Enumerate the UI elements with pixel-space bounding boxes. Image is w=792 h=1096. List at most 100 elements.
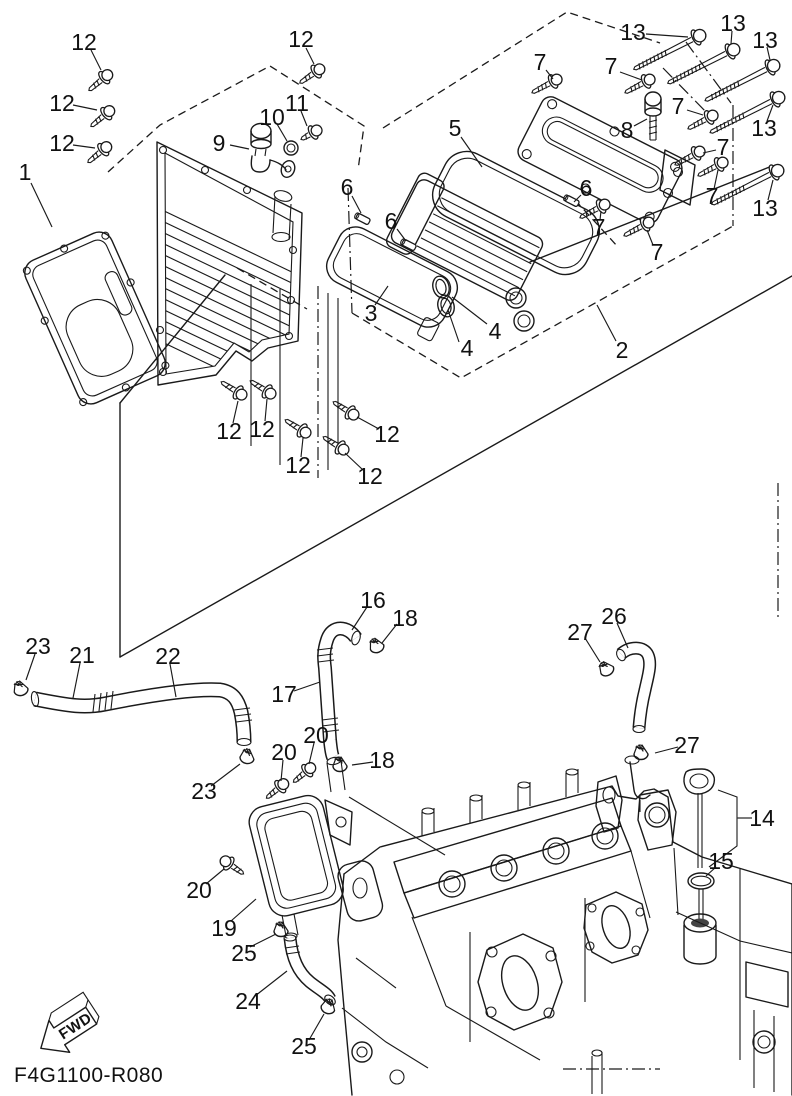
leader-line [309,743,314,764]
leader-line [294,682,320,691]
gasket-5-drawing [424,143,607,283]
callout-15: 15 [708,848,734,874]
o-ring-4 [430,274,451,299]
bolt-7 [671,143,707,172]
leader-line [230,145,249,149]
fitting-9-drawing [251,124,297,180]
leader-line [301,438,303,457]
leader-line [352,196,361,213]
callout-5: 5 [449,115,462,141]
leader-line [655,747,678,753]
gasket-3-drawing [316,221,464,342]
callout-17: 17 [271,681,297,707]
hose-24-drawing [284,935,337,1007]
callout-16: 16 [360,587,386,613]
callout-7: 7 [706,183,719,209]
leader-line [585,638,600,662]
callout-18: 18 [369,747,395,773]
leader-line [620,72,642,80]
bolt-7 [620,214,656,243]
callout-7: 7 [717,134,730,160]
hose-21-22-drawing [30,690,252,746]
callout-12: 12 [357,463,383,489]
bolt-12 [217,376,250,404]
nut-10-drawing [284,141,298,155]
cap-bolt-8-drawing [645,92,661,140]
callout-23: 23 [25,633,51,659]
oil-cooler-housing-drawing [514,92,695,228]
leader-line [73,145,95,148]
hose-clamp-27 [596,659,615,679]
leader-line [647,230,653,245]
leader-line [731,31,732,44]
leader-line [73,105,97,110]
leader-line [309,1014,324,1040]
callout-18: 18 [392,605,418,631]
leader-line [211,764,240,786]
callout-20: 20 [186,877,212,903]
bolt-11 [297,121,325,146]
callout-3: 3 [365,300,378,326]
callout-2: 2 [616,337,629,363]
leader-line [281,760,283,781]
oil-cooler-cover-drawing [157,142,303,406]
leader-lines-layer [26,31,773,1040]
leader-line [357,417,379,429]
callout-14: 14 [749,805,775,831]
callout-13: 13 [620,19,646,45]
callout-27: 27 [674,732,700,758]
leader-line [277,124,287,141]
callout-10: 10 [259,104,285,130]
callout-12: 12 [374,421,400,447]
leader-line [73,663,80,698]
bolt-13 [708,161,787,212]
callout-4: 4 [461,335,474,361]
callout-21: 21 [69,642,95,668]
leader-line [170,664,176,697]
drawing-code: F4G1100-R080 [14,1064,163,1087]
o-ring-15 [688,873,714,889]
leader-line [345,453,363,470]
leader-line [26,654,35,680]
bolt-13 [664,40,743,91]
callout-1: 1 [19,159,32,185]
leader-line [306,48,314,64]
callout-6: 6 [341,174,354,200]
o-ring-4 [435,293,456,318]
leader-line [706,867,716,876]
construction-lines [108,12,792,1069]
leader-line [546,70,553,79]
hose-16-17-drawing [317,629,362,758]
leader-line [31,183,52,227]
leader-line [687,110,703,115]
callout-12: 12 [71,29,97,55]
bolt-12 [84,66,116,96]
leader-line [461,137,482,167]
bolt-7 [694,154,730,183]
callout-7: 7 [672,93,685,119]
callout-11: 11 [285,90,309,116]
leader-line [250,934,276,947]
leader-line [767,105,773,121]
hose-clamp-25 [320,997,338,1015]
callout-12: 12 [288,26,314,52]
hose-clamp-23 [239,748,255,765]
callout-12: 12 [49,90,75,116]
hose-clamp-23 [12,679,29,697]
leader-line [617,623,628,648]
oil-cooler-core-drawing [384,171,548,331]
callout-25: 25 [291,1033,317,1059]
fasteners-layer [12,26,788,1016]
dowel-pin-6 [354,212,371,225]
leader-line [352,762,373,765]
oil-tank-19-drawing [246,756,445,939]
bolt-20 [262,775,293,804]
callout-20: 20 [303,722,329,748]
leader-line [265,399,267,421]
bolt-12 [281,414,314,442]
bolt-13 [701,56,783,108]
bolt-20 [217,852,248,880]
callout-12: 12 [49,130,75,156]
